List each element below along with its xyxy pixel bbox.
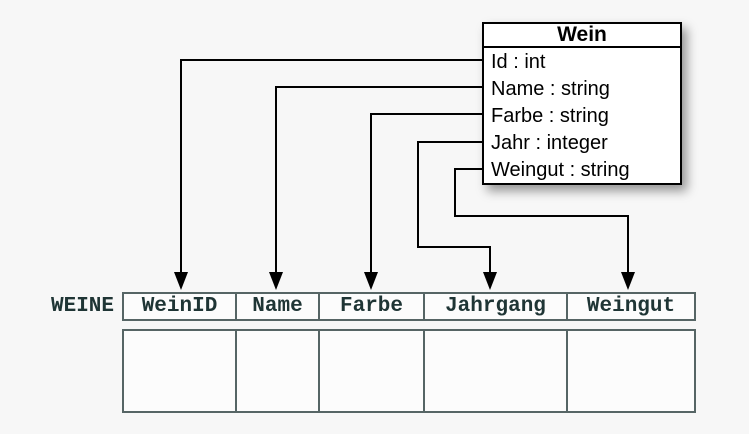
- mapping-line-name-to-name: [275, 86, 482, 273]
- table-body-row: [122, 329, 696, 413]
- arrowhead-icon: [174, 272, 188, 290]
- table-name-label: WEINE: [50, 295, 114, 318]
- class-attribute-2: Name : string: [491, 78, 610, 100]
- body-cell-farbe: [320, 331, 425, 411]
- body-cell-weinid: [124, 331, 237, 411]
- mapping-line-jahr-to-jahrgang: [417, 141, 491, 273]
- class-attribute-3: Farbe : string: [491, 105, 609, 127]
- class-attribute-5: Weingut : string: [491, 159, 630, 181]
- arrowhead-icon: [269, 272, 283, 290]
- mapping-line-weingut-to-weingut: [454, 168, 629, 273]
- mapping-line-id-to-weinid: [180, 59, 482, 273]
- class-title: Wein: [484, 24, 680, 48]
- mapping-line-farbe-to-farbe: [370, 113, 482, 273]
- column-header-weinid: WeinID: [124, 294, 237, 319]
- arrowhead-icon: [621, 272, 635, 290]
- body-cell-jahrgang: [425, 331, 568, 411]
- body-cell-weingut: [568, 331, 694, 411]
- column-header-name: Name: [237, 294, 320, 319]
- arrowhead-icon: [364, 272, 378, 290]
- column-header-farbe: Farbe: [320, 294, 425, 319]
- class-attribute-1: Id : int: [491, 51, 546, 73]
- class-attribute-4: Jahr : integer: [491, 132, 608, 154]
- arrowhead-icon: [483, 272, 497, 290]
- column-header-jahrgang: Jahrgang: [425, 294, 568, 319]
- column-header-weingut: Weingut: [586, 295, 676, 318]
- body-cell-name: [237, 331, 320, 411]
